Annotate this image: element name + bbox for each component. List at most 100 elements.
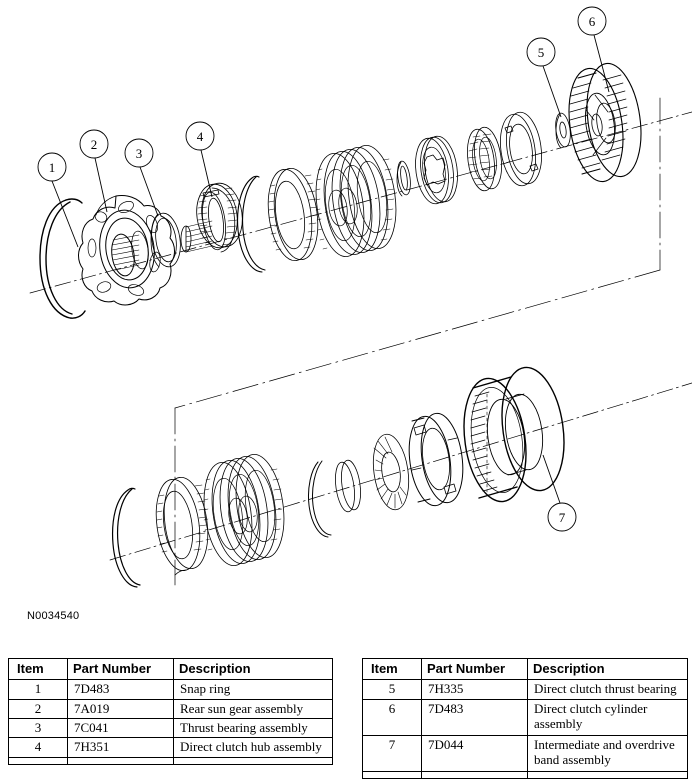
column-header-part-number: Part Number	[421, 657, 528, 681]
part-clutch-plate-1	[267, 167, 319, 262]
cell-part-number: 7A019	[67, 698, 174, 719]
callout-circle-5	[526, 37, 556, 67]
callout-group: 1 2 3 4 5 6 7	[37, 6, 610, 532]
column-header-item: Item	[8, 657, 68, 681]
callout-label-1: 1	[49, 160, 56, 175]
leader-line-1	[51, 180, 79, 248]
callout-circle-2	[79, 129, 109, 159]
description-line: Intermediate and overdrive	[534, 736, 675, 752]
part-retaining-ring-upper	[500, 111, 542, 187]
frame-break-lines	[174, 97, 661, 586]
cell-desc-partial	[173, 756, 333, 765]
part-flat-washer-upper	[396, 160, 411, 197]
part-partial-left-lower	[174, 569, 187, 576]
part-thin-ring-lower-1	[308, 460, 332, 538]
cell-part-number: 7D483	[421, 698, 528, 736]
part-direct-clutch-cylinder	[568, 62, 642, 183]
callout-circle-6	[577, 6, 607, 36]
table-left-body: 1 7D483 Snap ring 2 7A019 Rear sun gear …	[8, 679, 333, 765]
table-row-header: Item Part Number Description	[362, 657, 688, 681]
parts-table-right: Item Part Number Description 5 7H335 Dir…	[362, 657, 688, 779]
cell-part-number: 7D483	[67, 679, 174, 700]
cell-description: Direct clutch thrust bearing	[527, 679, 688, 700]
cell-item: 3	[8, 717, 68, 739]
description-line: Direct clutch cylinder	[534, 700, 648, 716]
leader-line-6	[593, 34, 610, 93]
table-row: 7 7D044 Intermediate and overdrive band …	[362, 734, 688, 772]
cell-part-number: 7C041	[67, 717, 174, 739]
callout-circle-7	[547, 502, 577, 532]
cell-description: Direct clutch cylinder assembly	[527, 698, 688, 736]
callout-label-7: 7	[559, 510, 566, 525]
column-header-part-number: Part Number	[67, 657, 174, 681]
cell-desc-partial	[527, 770, 688, 779]
table-right-header: Item Part Number Description	[362, 657, 688, 681]
callout-leader-lines	[51, 34, 610, 504]
cell-item: 5	[362, 679, 422, 700]
cell-part-partial	[67, 756, 174, 765]
cell-item-partial	[362, 770, 422, 779]
part-band-assembly-drum	[463, 366, 565, 503]
figure-id-label: N0034540	[27, 610, 80, 622]
part-snap-ring-upper	[39, 198, 86, 319]
part-wave-spring-washer	[372, 433, 410, 511]
cell-item: 2	[8, 698, 68, 719]
exploded-parts-illustration: 1 2 3 4 5 6 7	[29, 6, 692, 588]
callout-label-3: 3	[136, 146, 143, 161]
column-header-description: Description	[173, 657, 333, 681]
cell-item: 4	[8, 737, 68, 758]
table-row: 3 7C041 Thrust bearing assembly	[8, 717, 333, 739]
leader-line-3	[139, 166, 159, 217]
table-row: 1 7D483 Snap ring	[8, 679, 333, 700]
part-clutch-piston	[415, 135, 458, 205]
callout-circle-4	[185, 121, 215, 151]
part-clutch-plate-pack	[315, 145, 397, 257]
part-clutch-plate-pack-lower	[203, 454, 285, 566]
callout-circle-1	[37, 152, 67, 182]
table-left-header: Item Part Number Description	[8, 657, 333, 681]
cell-item: 6	[362, 698, 422, 736]
part-direct-clutch-hub	[180, 182, 243, 253]
cell-part-number: 7H351	[67, 737, 174, 758]
cell-item: 7	[362, 734, 422, 772]
leader-line-4	[200, 149, 213, 198]
upper-centre-line	[29, 111, 692, 294]
callout-label-5: 5	[538, 45, 545, 60]
table-right-body: 5 7H335 Direct clutch thrust bearing 6 7…	[362, 679, 688, 779]
assembly-drawing-svg: 1 2 3 4 5 6 7	[29, 6, 692, 588]
parts-table-left: Item Part Number Description 1 7D483 Sna…	[8, 657, 333, 765]
leader-line-7	[542, 454, 561, 504]
cell-part-number: 7H335	[421, 679, 528, 700]
part-rear-sun-gear	[78, 195, 175, 306]
cell-description: Direct clutch hub assembly	[173, 737, 333, 758]
table-row-partial	[8, 756, 333, 765]
cell-part-partial	[421, 770, 528, 779]
table-row: 2 7A019 Rear sun gear assembly	[8, 698, 333, 719]
leader-line-5	[542, 65, 562, 118]
part-clutch-plate-lower-1	[155, 476, 209, 572]
part-roller-bearing	[467, 126, 502, 192]
part-thrust-bearing-upper	[150, 212, 181, 268]
cell-description: Thrust bearing assembly	[173, 717, 333, 739]
part-thin-ring-lower-2	[335, 459, 361, 513]
description-line: assembly	[534, 715, 583, 731]
table-row: 5 7H335 Direct clutch thrust bearing	[362, 679, 688, 700]
cell-description: Snap ring	[173, 679, 333, 700]
table-row: 6 7D483 Direct clutch cylinder assembly	[362, 698, 688, 736]
cell-part-number: 7D044	[421, 734, 528, 772]
column-header-item: Item	[362, 657, 422, 681]
lower-centre-line	[109, 382, 692, 561]
cell-item-partial	[8, 756, 68, 765]
cell-item: 1	[8, 679, 68, 700]
part-snap-ring-mid	[237, 175, 266, 273]
callout-label-6: 6	[589, 14, 596, 29]
description-line: band assembly	[534, 751, 611, 767]
column-header-description: Description	[527, 657, 688, 681]
table-row-header: Item Part Number Description	[8, 657, 333, 681]
part-snap-ring-lower	[111, 487, 141, 588]
callout-circle-3	[124, 138, 154, 168]
callout-label-2: 2	[91, 137, 98, 152]
table-row: 4 7H351 Direct clutch hub assembly	[8, 737, 333, 758]
part-notched-ring-lower	[408, 412, 464, 507]
